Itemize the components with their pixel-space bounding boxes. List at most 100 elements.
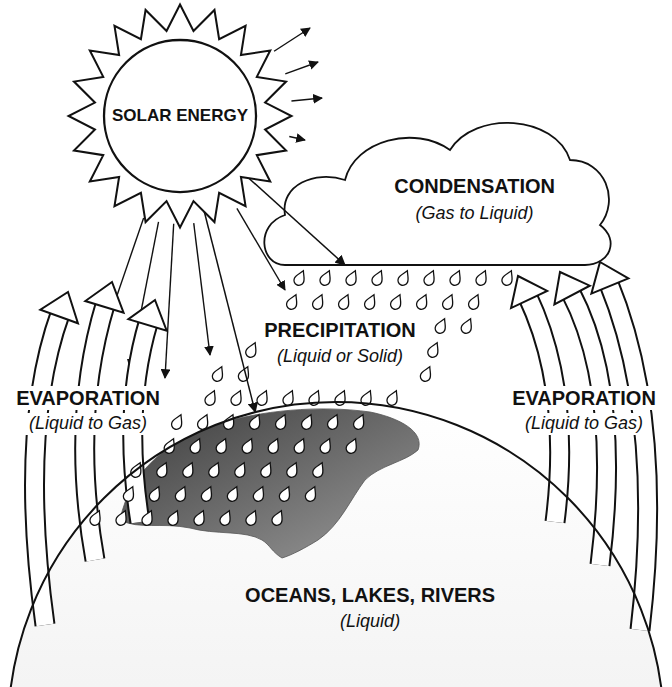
raindrop <box>396 269 412 287</box>
arrow-head <box>554 272 589 304</box>
raindrop <box>114 509 130 527</box>
energy-ray-connector <box>236 167 345 265</box>
raindrop <box>218 509 234 527</box>
raindrop <box>422 269 438 287</box>
raindrop <box>292 437 308 455</box>
raindrop <box>181 461 197 479</box>
raindrop <box>226 485 242 503</box>
sun-ray <box>237 208 285 290</box>
raindrop <box>148 485 164 503</box>
raindrop <box>255 389 271 407</box>
sun-ray <box>289 136 305 140</box>
raindrop <box>337 293 353 311</box>
raindrop <box>285 461 301 479</box>
raindrop <box>433 317 449 335</box>
raindrop <box>318 269 334 287</box>
process-note: (Liquid to Gas) <box>25 413 151 435</box>
raindrop <box>344 437 360 455</box>
raindrop <box>326 413 342 431</box>
raindrop <box>304 485 320 503</box>
arrow-head <box>85 282 123 313</box>
earth-globe: OCEANS, LAKES, RIVERS(Liquid) <box>8 400 664 687</box>
raindrop <box>200 485 216 503</box>
raindrop <box>140 509 156 527</box>
arrow-body-outline <box>35 313 61 625</box>
raindrop <box>415 293 431 311</box>
sun-ray <box>274 28 310 51</box>
raindrop <box>233 461 249 479</box>
raindrop <box>274 413 290 431</box>
raindrop <box>240 437 256 455</box>
raindrop <box>207 461 223 479</box>
heading-text: CONDENSATION <box>394 174 555 198</box>
process-label: PRECIPITATION <box>260 318 419 342</box>
raindrop <box>352 413 368 431</box>
raindrop <box>188 437 204 455</box>
sun-ray <box>285 62 318 74</box>
raindrop <box>203 389 219 407</box>
raindrop <box>307 389 323 407</box>
raindrop <box>211 365 227 383</box>
raindrop <box>259 461 275 479</box>
sun-spikes <box>69 5 292 228</box>
arrow-head <box>40 292 78 323</box>
raindrop <box>285 293 301 311</box>
raindrop <box>248 413 264 431</box>
energy-ray-connector <box>199 190 256 412</box>
raindrop <box>155 461 171 479</box>
raindrop <box>252 485 268 503</box>
process-note: (Liquid or Solid) <box>273 346 407 368</box>
raindrop <box>244 341 260 359</box>
raindrop <box>266 437 282 455</box>
raindrop <box>174 485 190 503</box>
earth-outline <box>8 400 664 687</box>
raindrop <box>170 413 186 431</box>
raindrop <box>214 437 230 455</box>
heading-text: SOLAR ENERGY <box>112 106 248 126</box>
raindrop <box>459 317 475 335</box>
raindrop <box>426 341 442 359</box>
heading-text: OCEANS, LAKES, RIVERS <box>245 583 495 607</box>
raindrop <box>229 389 245 407</box>
sun-disc <box>104 40 256 192</box>
raindrop <box>278 485 294 503</box>
raindrop <box>448 269 464 287</box>
process-note: (Liquid to Gas) <box>521 413 647 435</box>
raindrop <box>467 293 483 311</box>
process-label: EVAPORATION <box>508 386 660 410</box>
raindrop <box>311 461 327 479</box>
raindrop <box>500 269 516 287</box>
raindrop <box>166 509 182 527</box>
raindrop <box>244 509 260 527</box>
raindrop <box>122 485 138 503</box>
raindrop <box>311 293 327 311</box>
evaporation-arrow <box>128 300 166 522</box>
raindrop <box>300 413 316 431</box>
sun-circle: SOLAR ENERGY <box>66 2 294 230</box>
process-label: EVAPORATION <box>12 386 164 410</box>
evaporation-arrow <box>35 292 78 625</box>
continent-land <box>120 409 419 558</box>
cloud-outline <box>264 123 610 265</box>
raindrop <box>318 437 334 455</box>
condensation-cloud: CONDENSATION (Gas to Liquid) <box>255 100 615 265</box>
raindrop <box>192 509 208 527</box>
arrow-head <box>128 300 166 331</box>
raindrop <box>344 269 360 287</box>
subtitle-text: (Gas to Liquid) <box>416 203 534 225</box>
raindrop <box>363 293 379 311</box>
raindrop <box>270 509 286 527</box>
sun-ray <box>194 223 210 355</box>
raindrop <box>370 269 386 287</box>
raindrop <box>333 389 349 407</box>
arrow-head <box>511 276 547 308</box>
raindrop <box>441 293 457 311</box>
earth-outline <box>8 402 664 687</box>
sun-ray <box>291 98 322 101</box>
arrow-body <box>35 313 61 625</box>
sun-ray <box>165 224 174 378</box>
raindrop <box>292 269 308 287</box>
raindrop <box>385 389 401 407</box>
